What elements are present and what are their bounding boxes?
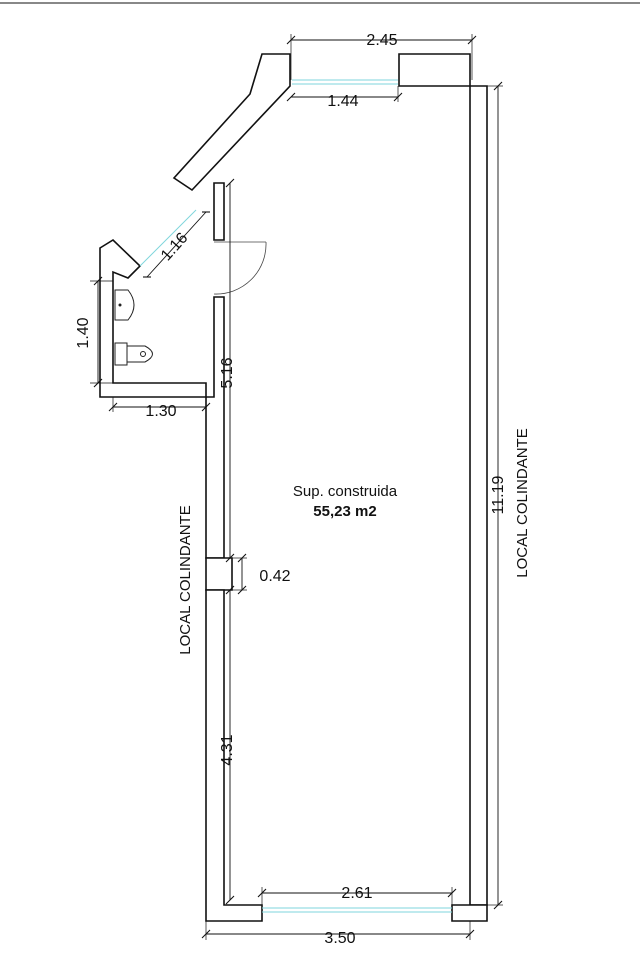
dim-bathroom-height-label: 1.40	[75, 317, 92, 348]
dim-bathroom-width-label: 1.30	[145, 403, 176, 420]
right-wall	[398, 53, 488, 906]
toilet-icon	[114, 342, 153, 366]
dim-bottom-total-label: 3.50	[324, 930, 355, 947]
bottom-right-stub	[451, 904, 488, 922]
dim-pillar-label: 0.42	[259, 568, 290, 585]
left-lower-wall	[205, 296, 225, 559]
dim-wall-upper	[225, 178, 235, 563]
left-upper-wall	[213, 182, 225, 241]
dim-bottom-window	[257, 887, 457, 905]
sink-icon	[114, 289, 135, 321]
dim-bathroom-height	[90, 276, 113, 388]
dim-bathroom-width	[108, 397, 211, 412]
dim-pillar	[232, 553, 247, 595]
diagonal-window-glass	[139, 209, 197, 267]
dim-depth-total-label: 11.19	[490, 475, 507, 514]
dim-depth-total	[487, 81, 503, 910]
area-value: 55,23 m2	[313, 503, 376, 520]
dim-wall-lower-label: 4.31	[219, 734, 236, 765]
dim-bottom-total	[201, 921, 475, 940]
neighbor-right-label: LOCAL COLINDANTE	[514, 428, 531, 577]
dim-diagonal	[143, 211, 210, 278]
area-label: Sup. construida	[293, 483, 398, 500]
diagonal-wall	[172, 53, 291, 192]
dim-wall-lower	[225, 585, 235, 905]
door-swing	[213, 241, 267, 295]
dim-top-window-label: 1.44	[327, 93, 358, 110]
bathroom-wall	[99, 238, 207, 398]
neighbor-left-label: LOCAL COLINDANTE	[177, 505, 194, 654]
dim-top-total-label: 2.45	[366, 32, 397, 49]
dim-top-total	[286, 34, 477, 80]
dim-wall-upper-label: 5.16	[219, 357, 236, 388]
dim-bottom-window-label: 2.61	[341, 885, 372, 902]
dim-top-window	[286, 86, 403, 102]
left-pillar	[205, 557, 233, 591]
